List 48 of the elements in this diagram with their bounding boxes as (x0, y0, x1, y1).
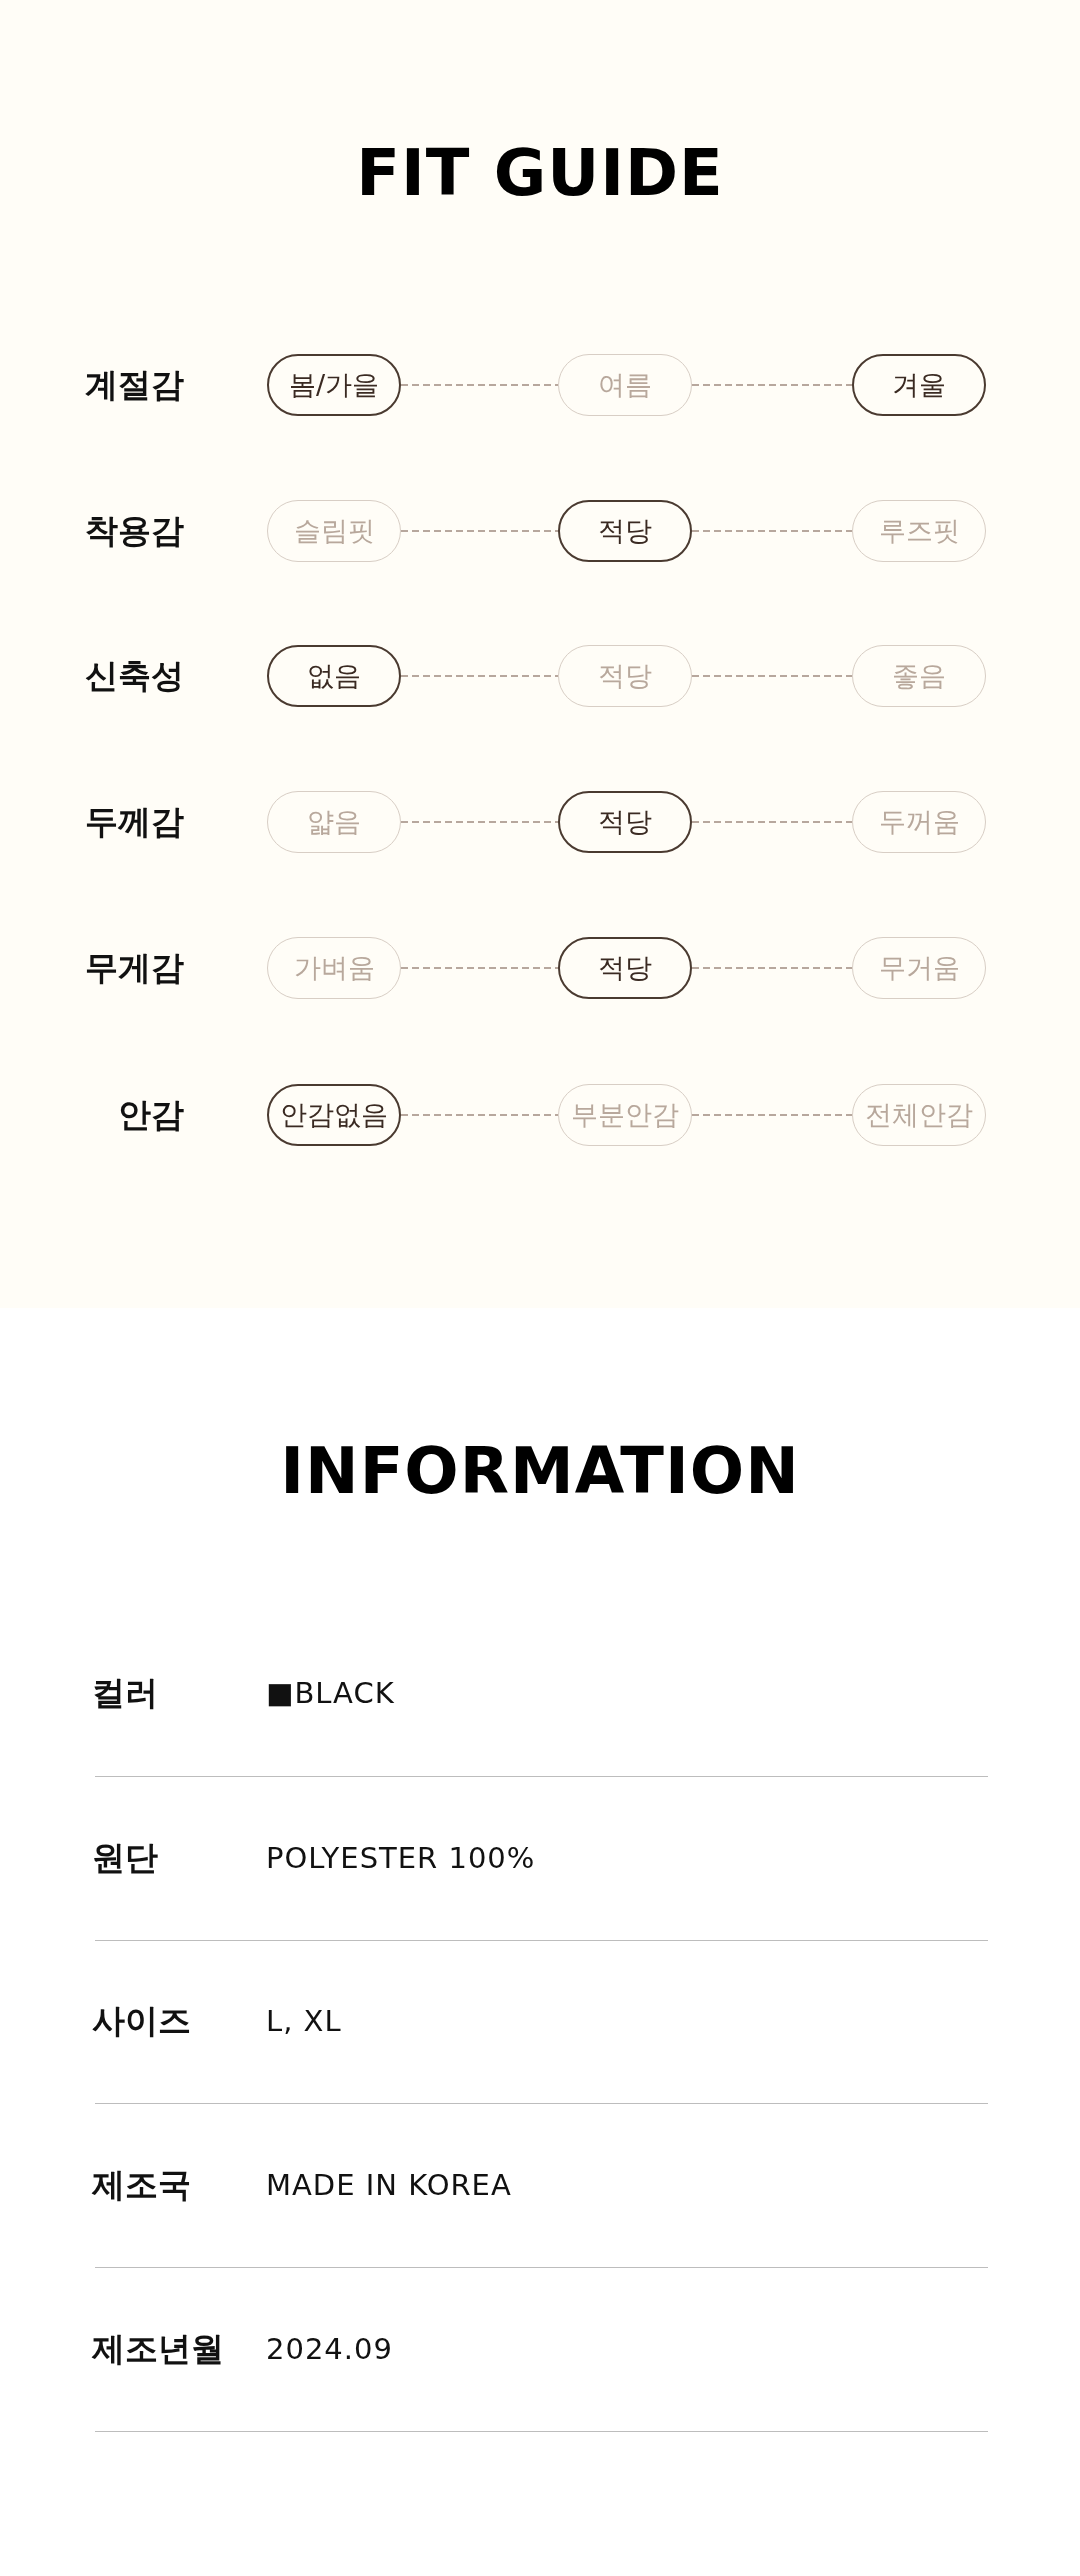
dashed-connector (691, 384, 853, 386)
row-label: 계절감 (85, 363, 184, 406)
option-pill: 가벼움 (267, 937, 401, 999)
option-pill: 겨울 (852, 354, 986, 416)
dashed-connector (691, 967, 853, 969)
info-label: 제조년월 (92, 2327, 224, 2370)
dashed-connector (400, 675, 559, 677)
info-label: 원단 (92, 1836, 158, 1879)
option-pill: 무거움 (852, 937, 986, 999)
option-pill: 전체안감 (852, 1084, 986, 1146)
option-pill: 얇음 (267, 791, 401, 853)
info-label: 제조국 (92, 2163, 191, 2206)
option-pill: 적당 (558, 791, 692, 853)
info-value: MADE IN KOREA (266, 2168, 512, 2202)
option-pill: 적당 (558, 645, 692, 707)
option-pill: 좋음 (852, 645, 986, 707)
option-pill: 부분안감 (558, 1084, 692, 1146)
option-pill: 안감없음 (267, 1084, 401, 1146)
title: FIT GUIDE (356, 136, 724, 210)
info-label: 컬러 (92, 1671, 158, 1714)
option-pill: 적당 (558, 500, 692, 562)
info-value: L, XL (266, 2004, 342, 2038)
dashed-connector (691, 675, 853, 677)
dashed-connector (400, 384, 559, 386)
option-pill: 봄/가을 (267, 354, 401, 416)
option-pill: 여름 (558, 354, 692, 416)
dashed-connector (400, 821, 559, 823)
dashed-connector (691, 821, 853, 823)
option-pill: 슬림핏 (267, 500, 401, 562)
info-label: 사이즈 (92, 1999, 191, 2042)
row-label: 신축성 (85, 654, 184, 697)
dashed-connector (691, 1114, 853, 1116)
row-label: 무게감 (85, 946, 184, 989)
dashed-connector (400, 967, 559, 969)
option-pill: 두꺼움 (852, 791, 986, 853)
option-pill: 없음 (267, 645, 401, 707)
section-heading: INFORMATION (280, 1434, 800, 1508)
option-pill: 루즈핏 (852, 500, 986, 562)
dashed-connector (400, 530, 559, 532)
dashed-connector (400, 1114, 559, 1116)
row-label: 두께감 (85, 800, 184, 843)
row-label: 안감 (118, 1093, 184, 1136)
option-pill: 적당 (558, 937, 692, 999)
row-label: 착용감 (85, 509, 184, 552)
info-value: POLYESTER 100% (266, 1841, 536, 1875)
info-value: ■BLACK (266, 1676, 395, 1710)
info-value: 2024.09 (266, 2332, 393, 2366)
dashed-connector (691, 530, 853, 532)
